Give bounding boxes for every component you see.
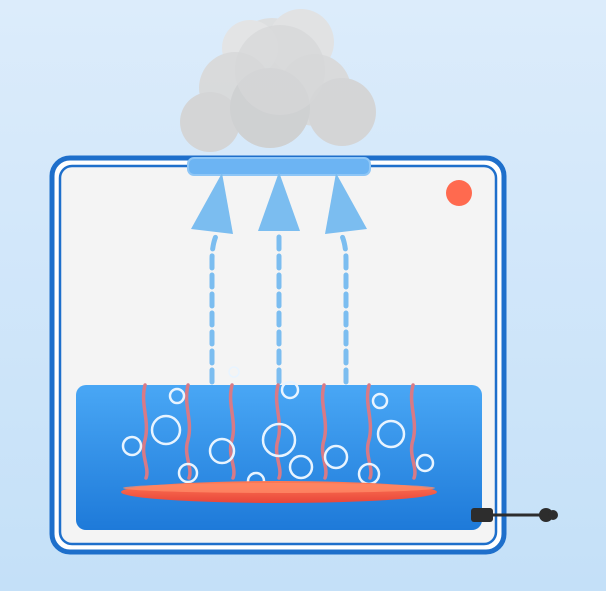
vapor-arrowhead-left: [191, 173, 233, 234]
bubble: [371, 392, 389, 410]
heat-line: [365, 383, 373, 480]
upward-vapor-arrows: [191, 172, 367, 385]
heat-line: [320, 383, 328, 480]
bubble: [228, 366, 240, 378]
vapor-arrow-right: [337, 229, 349, 385]
heat-line: [274, 383, 282, 480]
bubble: [121, 435, 143, 457]
heating-element: [121, 481, 437, 503]
heat-wavy-lines: [141, 383, 417, 480]
heat-line: [141, 383, 149, 480]
bubble: [168, 387, 186, 405]
bubble: [323, 444, 349, 470]
bubble: [177, 462, 199, 484]
steam-cloud: [180, 9, 376, 152]
bubble: [415, 453, 435, 473]
bubble: [280, 380, 300, 400]
heat-line: [228, 383, 236, 480]
cord-connector: [471, 508, 493, 522]
heat-line: [409, 383, 417, 480]
bubble: [376, 419, 406, 449]
bubble: [208, 437, 236, 465]
vapor-arrowhead-center: [258, 172, 300, 231]
bubbles: [121, 366, 435, 491]
vapor-arrowhead-right: [325, 173, 367, 234]
bubble: [288, 454, 314, 480]
vapor-arrow-left: [209, 229, 221, 385]
bubble: [261, 422, 297, 458]
heat-line: [184, 383, 192, 480]
power-cord: [471, 508, 558, 522]
bubble: [150, 414, 182, 446]
indicator-light-icon: [446, 180, 472, 206]
